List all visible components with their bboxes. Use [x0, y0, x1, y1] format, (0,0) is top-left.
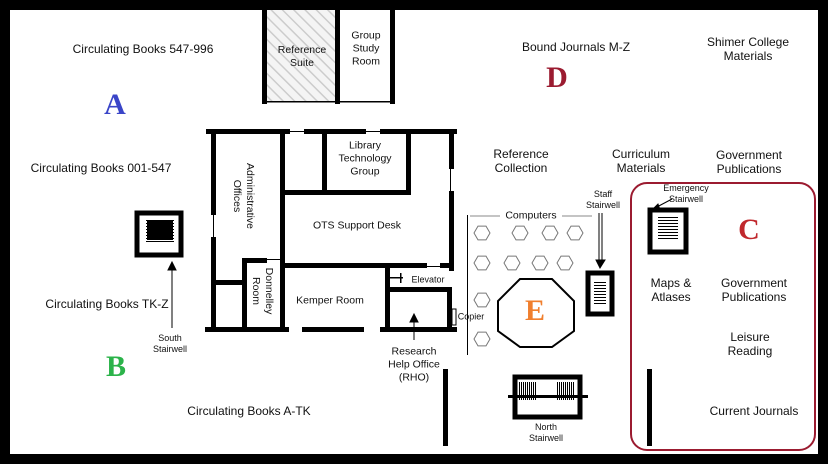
- computer-stations: [473, 225, 584, 347]
- staff-stairwell-icon: [585, 270, 615, 317]
- stair-tread: [658, 217, 678, 218]
- stair-tread: [146, 238, 174, 239]
- stair-tread: [146, 229, 174, 230]
- area-circulating-tk-z: Circulating Books TK-Z: [45, 297, 169, 311]
- stair-tread: [561, 382, 562, 400]
- computer-station: [503, 255, 521, 271]
- room-library-technology-group: Library Technology Group: [338, 139, 392, 178]
- computer-station: [566, 225, 584, 241]
- walls: [205, 10, 652, 446]
- area-bound-journals: Bound Journals M-Z: [521, 40, 631, 54]
- stair-tread: [519, 382, 520, 400]
- stair-tread: [533, 382, 534, 400]
- zone-a-marker: A: [104, 88, 126, 121]
- stair-tread: [535, 382, 536, 400]
- zone-c-border: [630, 182, 816, 451]
- area-circulating-a-tk: Circulating Books A-TK: [187, 404, 311, 418]
- computer-station: [473, 255, 491, 271]
- zone-e-octagon: [497, 278, 575, 348]
- reference-suite-room: [266, 10, 335, 102]
- emergency-stairwell-label: Emergency Stairwell: [663, 183, 709, 204]
- stair-tread: [563, 382, 564, 400]
- computer-station: [541, 225, 559, 241]
- stair-tread: [594, 297, 606, 298]
- stair-tread: [594, 282, 606, 283]
- stair-tread: [573, 382, 574, 400]
- area-government-publications: Government Publications: [720, 276, 788, 304]
- area-government-publications-top: Government Publications: [715, 148, 783, 176]
- room-research-help-office: Research Help Office (RHO): [388, 345, 440, 384]
- stair-tread: [594, 300, 606, 301]
- zone-e-marker: E: [524, 294, 546, 327]
- stair-tread: [594, 294, 606, 295]
- zone-b-marker: B: [105, 350, 127, 383]
- computer-station: [473, 292, 491, 308]
- south-stairwell-icon: [134, 210, 184, 258]
- north-stairwell-label: North Stairwell: [528, 422, 563, 443]
- stair-tread: [594, 288, 606, 289]
- area-leisure-reading: Leisure Reading: [727, 330, 773, 358]
- stair-tread: [569, 382, 570, 400]
- stair-tread: [594, 291, 606, 292]
- computer-station: [531, 255, 549, 271]
- stair-tread: [571, 382, 572, 400]
- stair-tread: [521, 382, 522, 400]
- stair-tread: [146, 226, 174, 227]
- room-reference-suite: Reference Suite: [277, 44, 327, 69]
- computer-station: [473, 331, 491, 347]
- area-circulating-547-996: Circulating Books 547-996: [72, 42, 214, 56]
- stair-tread: [594, 303, 606, 304]
- copier-icon: [451, 308, 457, 326]
- area-circulating-001-547: Circulating Books 001-547: [30, 161, 172, 175]
- computer-station: [556, 255, 574, 271]
- emergency-stairwell-icon: [647, 207, 689, 255]
- stair-tread: [146, 223, 174, 224]
- stair-tread: [594, 285, 606, 286]
- copier-label: Copier: [457, 311, 485, 322]
- room-group-study: Group Study Room: [351, 29, 381, 68]
- stair-tread: [146, 220, 174, 221]
- stair-tread: [658, 235, 678, 236]
- stair-tread: [658, 229, 678, 230]
- stair-tread: [565, 382, 566, 400]
- stair-tread: [658, 232, 678, 233]
- stair-tread: [567, 382, 568, 400]
- elevator-label: Elevator: [411, 274, 445, 285]
- room-donnelley: Donnelley Room: [250, 267, 275, 315]
- stair-tread: [146, 241, 174, 242]
- stair-tread: [658, 238, 678, 239]
- room-ots-support-desk: OTS Support Desk: [312, 219, 402, 232]
- stair-tread: [523, 382, 524, 400]
- stair-tread: [658, 226, 678, 227]
- room-administrative-offices: Administrative Offices: [231, 163, 256, 229]
- zone-c-marker: C: [738, 213, 760, 246]
- stair-tread: [658, 220, 678, 221]
- stair-tread: [559, 382, 560, 400]
- stair-tread: [658, 223, 678, 224]
- stair-tread: [529, 382, 530, 400]
- zone-d-marker: D: [546, 61, 568, 94]
- area-curriculum-materials: Curriculum Materials: [611, 147, 670, 175]
- area-current-journals: Current Journals: [709, 404, 799, 418]
- area-maps-atlases: Maps & Atlases: [650, 276, 692, 304]
- north-stairwell-icon: [508, 374, 588, 420]
- area-shimer-materials: Shimer College Materials: [706, 35, 790, 63]
- stair-tread: [527, 382, 528, 400]
- room-kemper: Kemper Room: [296, 294, 364, 307]
- staff-stairwell-label: Staff Stairwell: [585, 189, 620, 210]
- computer-station: [511, 225, 529, 241]
- stair-tread: [525, 382, 526, 400]
- south-stairwell-label: South Stairwell: [152, 333, 187, 354]
- stair-tread: [146, 232, 174, 233]
- stair-tread: [146, 235, 174, 236]
- arrows: [167, 198, 673, 340]
- area-reference-collection: Reference Collection: [493, 147, 549, 175]
- area-computers: Computers: [505, 209, 557, 222]
- stair-tread: [557, 382, 558, 400]
- computer-station: [473, 225, 491, 241]
- stair-tread: [531, 382, 532, 400]
